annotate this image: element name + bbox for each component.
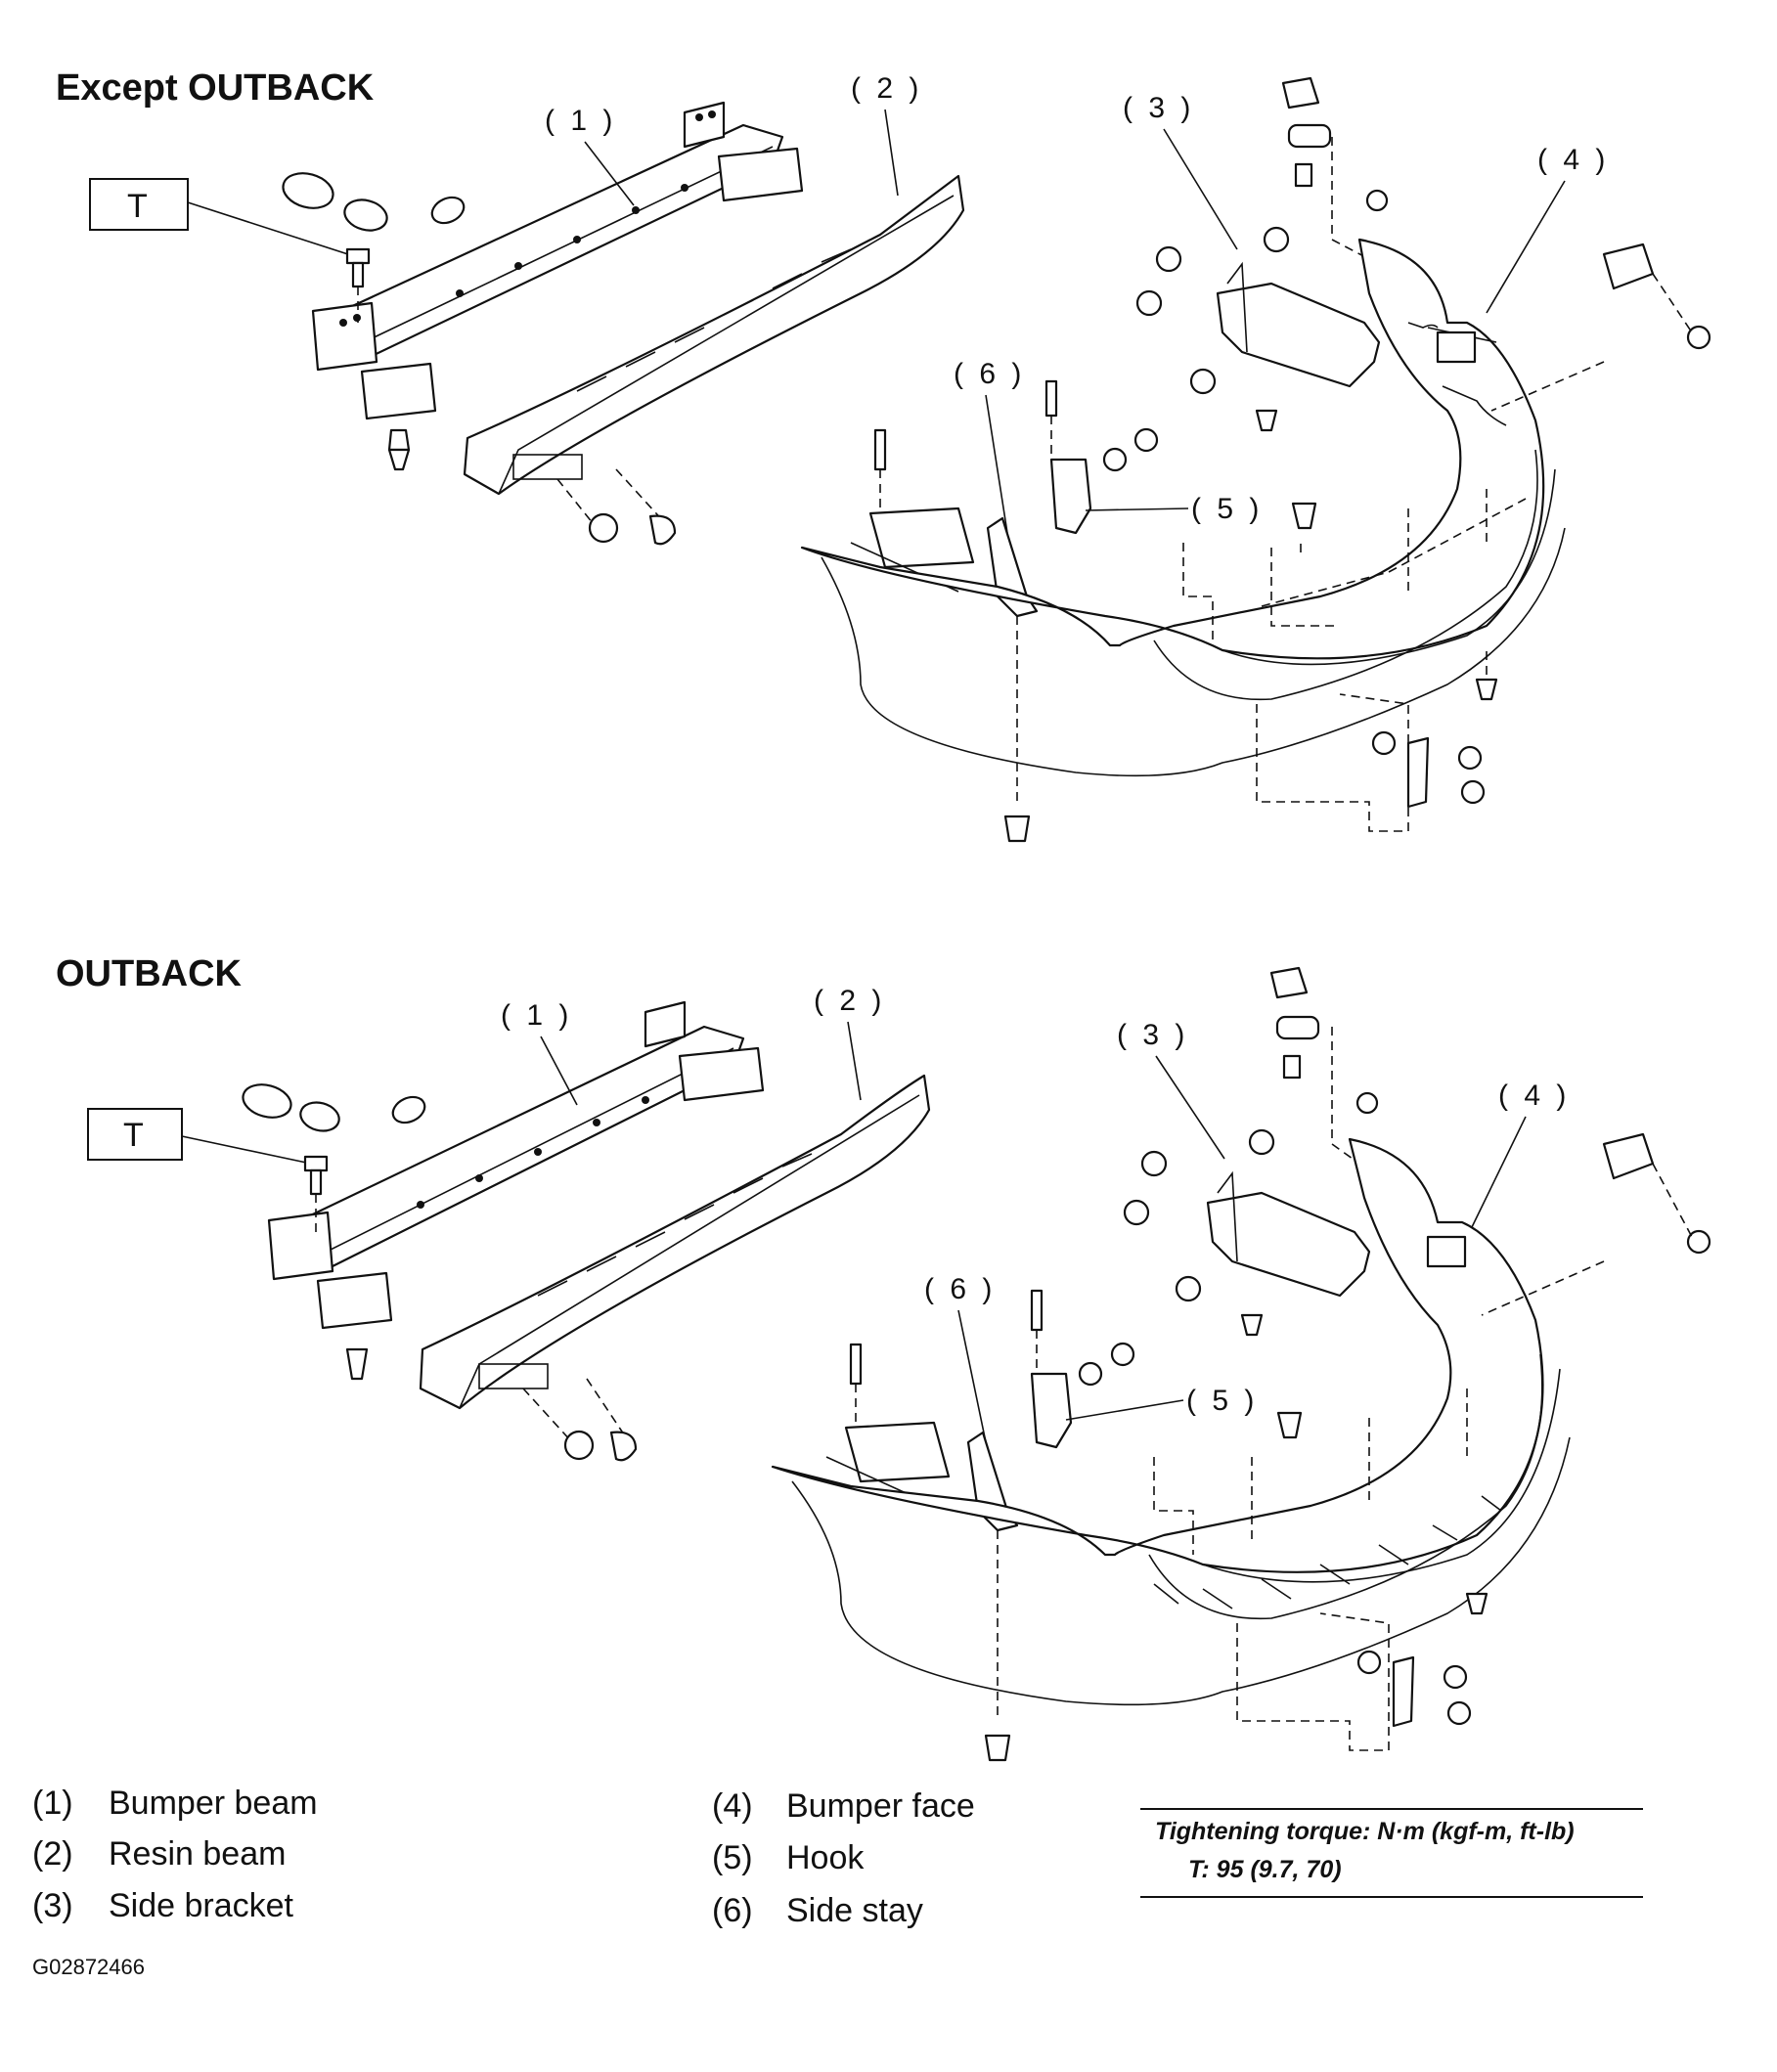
legend-num-6: (6) (712, 1892, 753, 1929)
callout-4-outback: ( 4 ) (1498, 1080, 1570, 1112)
resin-beam: ( 2 ) (463, 72, 965, 546)
callout-4: ( 4 ) (1537, 144, 1609, 176)
torque-box-label: T (127, 188, 148, 225)
legend-name-1: Bumper beam (109, 1785, 318, 1822)
torque-box: T (89, 178, 355, 257)
callout-6: ( 6 ) (954, 358, 1025, 390)
hook-outback: ( 5 ) (1030, 1289, 1258, 1449)
side-stay-1: ( 6 ) (850, 358, 1039, 843)
legend-name-3: Side bracket (109, 1887, 294, 1924)
legend-num-2: (2) (32, 1835, 73, 1873)
callout-3: ( 3 ) (1123, 92, 1194, 124)
hook-1: ( 5 ) (1044, 379, 1263, 535)
clip-1 (1281, 76, 1389, 260)
callout-5-outback: ( 5 ) (1186, 1385, 1258, 1417)
side-bracket-outback: ( 3 ) (1117, 1019, 1371, 1337)
torque-box-label-outback: T (123, 1117, 144, 1154)
bumper-face-1: ( 4 ) (800, 144, 1711, 832)
section-outback: OUTBACK T ( 1 ) (56, 953, 1711, 1762)
callout-1-outback: ( 1 ) (501, 999, 572, 1032)
legend-num-1: (1) (32, 1785, 73, 1822)
torque-value: T: 95 (9.7, 70) (1188, 1856, 1342, 1883)
legend-num-4: (4) (712, 1787, 753, 1825)
legend-name-4: Bumper face (786, 1787, 975, 1825)
figure-id: G02872466 (32, 1955, 145, 1979)
torque-box-outback: T (87, 1108, 312, 1165)
grommets (282, 172, 466, 232)
callout-2: ( 2 ) (851, 72, 922, 105)
legend-name-2: Resin beam (109, 1835, 286, 1873)
section-title-outback: OUTBACK (56, 953, 243, 994)
bumper-beam-outback: ( 1 ) (267, 999, 765, 1381)
legend: (1) Bumper beam (2) Resin beam (3) Side … (32, 1785, 975, 1929)
side-bracket-1: ( 3 ) (1123, 92, 1381, 432)
legend-name-5: Hook (786, 1839, 865, 1876)
torque-heading: Tightening torque: N·m (kgf-m, ft-lb) (1155, 1818, 1575, 1845)
callout-6-outback: ( 6 ) (924, 1273, 996, 1305)
grommets-outback (242, 1083, 426, 1132)
callout-3-outback: ( 3 ) (1117, 1019, 1188, 1051)
callout-1: ( 1 ) (545, 105, 616, 137)
callout-5: ( 5 ) (1191, 493, 1263, 525)
legend-name-6: Side stay (786, 1892, 923, 1929)
callout-2-outback: ( 2 ) (814, 985, 885, 1017)
legend-num-5: (5) (712, 1839, 753, 1876)
resin-beam-outback: ( 2 ) (419, 985, 931, 1462)
torque-bolt (345, 247, 371, 323)
bumper-beam: ( 1 ) (311, 101, 804, 471)
torque-specification: Tightening torque: N·m (kgf-m, ft-lb) T:… (1140, 1808, 1643, 1898)
section-except-outback: Except OUTBACK T ( (56, 67, 1711, 843)
legend-num-3: (3) (32, 1887, 73, 1924)
clip-outback (1269, 966, 1379, 1165)
bumper-face-outback: ( 4 ) (771, 1080, 1711, 1751)
section-title-except-outback: Except OUTBACK (56, 67, 375, 109)
